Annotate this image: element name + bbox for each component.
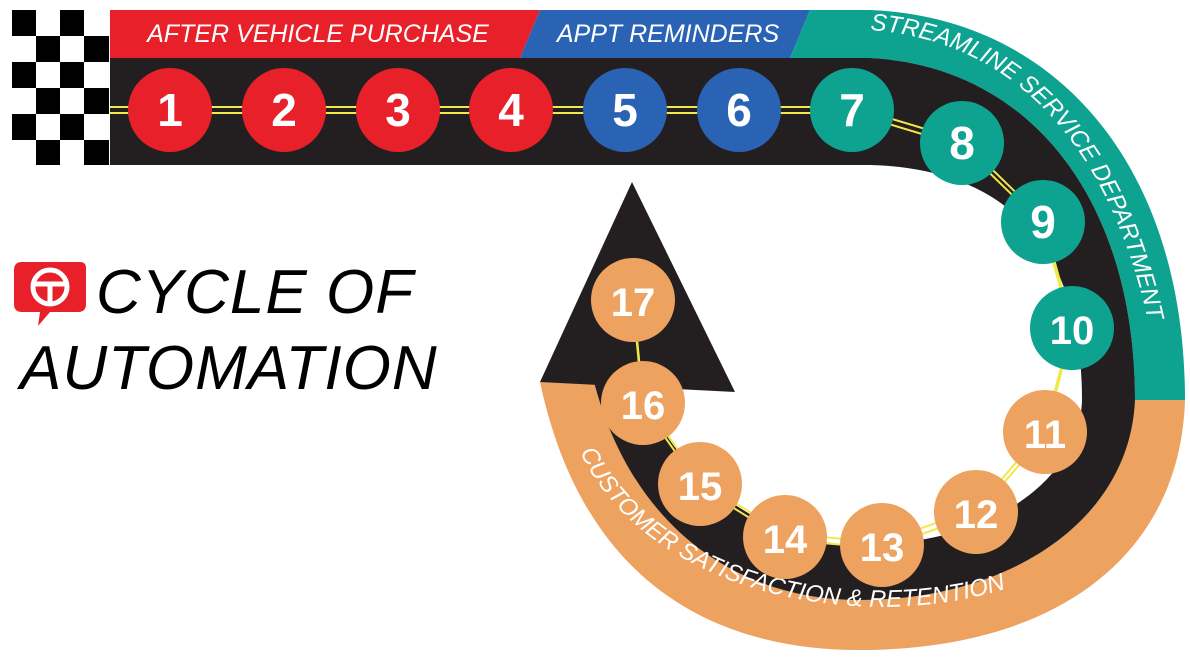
step-circle-15	[658, 442, 742, 526]
step-number-12: 12	[954, 493, 999, 537]
step-number-4: 4	[498, 84, 524, 136]
step-number-15: 15	[678, 465, 723, 509]
page-title-line-2: AUTOMATION	[20, 334, 438, 403]
page-title-line-1: CYCLE OF	[96, 258, 415, 327]
step-number-5: 5	[612, 84, 638, 136]
step-circle-16	[601, 361, 685, 445]
section-banners	[110, 10, 1185, 650]
banner-after-purchase	[110, 10, 540, 58]
steering-wheel-icon	[14, 262, 86, 326]
step-circle-8	[920, 101, 1004, 185]
section-label-after-purchase: AFTER VEHICLE PURCHASE	[145, 20, 489, 48]
step-circle-6	[697, 68, 781, 152]
step-number-2: 2	[271, 84, 297, 136]
step-circle-5	[583, 68, 667, 152]
step-circle-7	[810, 68, 894, 152]
step-circle-10	[1030, 286, 1114, 370]
step-circle-1	[128, 68, 212, 152]
step-circle-4	[469, 68, 553, 152]
step-number-10: 10	[1050, 309, 1095, 353]
step-number-7: 7	[839, 84, 865, 136]
step-circle-3	[356, 68, 440, 152]
step-circle-17	[591, 258, 675, 342]
step-circle-11	[1003, 390, 1087, 474]
step-number-11: 11	[1024, 413, 1066, 457]
step-number-14: 14	[763, 518, 808, 562]
step-number-9: 9	[1030, 196, 1056, 248]
step-circle-9	[1001, 180, 1085, 264]
step-circle-14	[743, 495, 827, 579]
step-number-6: 6	[726, 84, 752, 136]
step-number-8: 8	[949, 117, 975, 169]
checkered-flag-icon	[12, 10, 109, 165]
step-number-1: 1	[157, 84, 183, 136]
step-circle-13	[840, 503, 924, 587]
step-number-17: 17	[611, 281, 656, 325]
step-circle-2	[242, 68, 326, 152]
step-number-13: 13	[860, 526, 905, 570]
step-circle-12	[934, 470, 1018, 554]
banner-streamline	[790, 10, 1185, 400]
step-number-3: 3	[385, 84, 411, 136]
banner-customer	[540, 382, 1185, 650]
banner-appt-reminders	[520, 10, 810, 58]
step-number-16: 16	[621, 384, 666, 428]
section-label-appt-reminders: APPT REMINDERS	[555, 20, 780, 48]
